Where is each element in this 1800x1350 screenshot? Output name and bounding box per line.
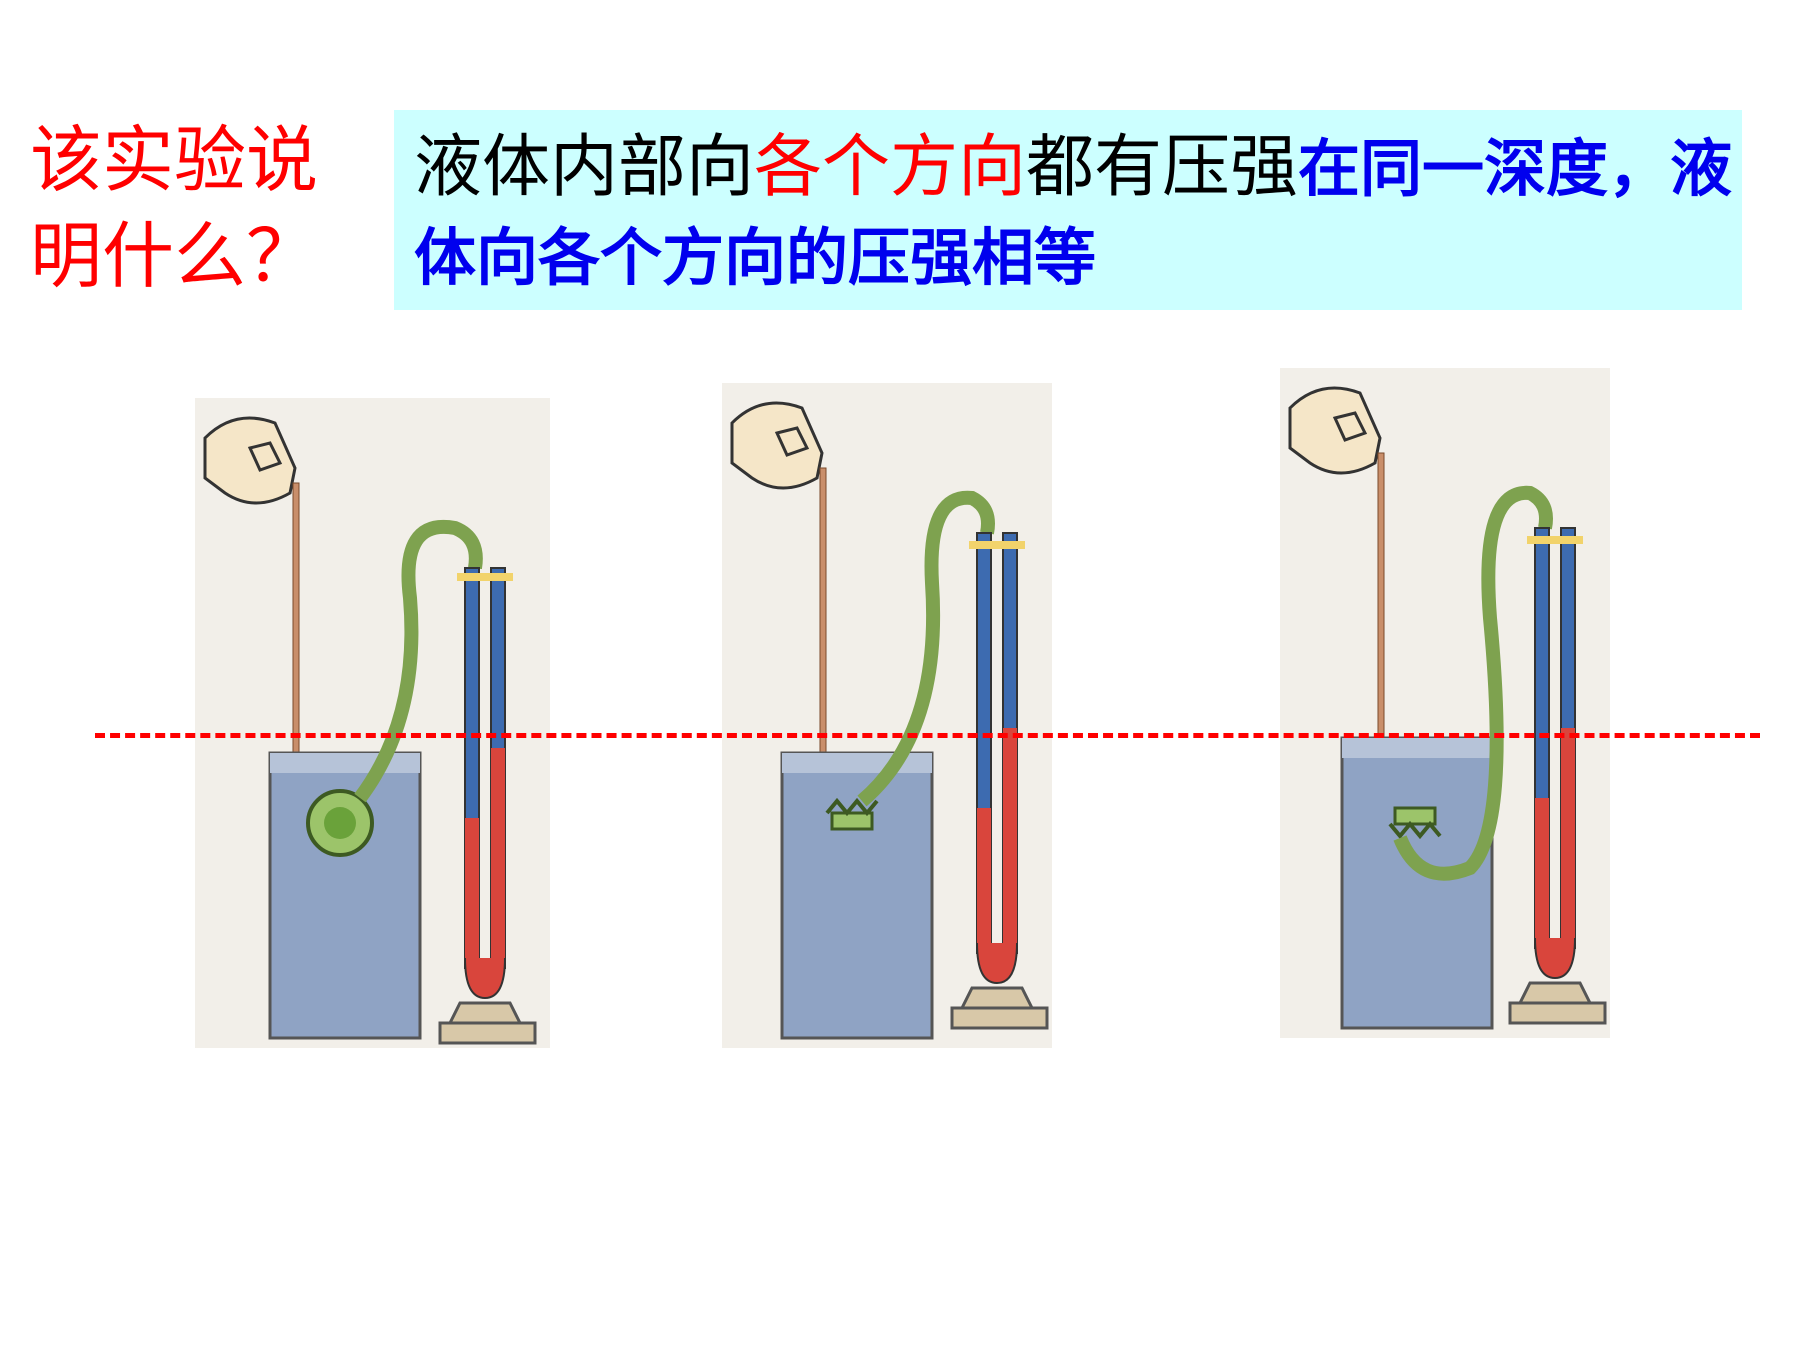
answer-highlight: 各个方向: [754, 128, 1027, 207]
question-line-2: 明什么？: [30, 214, 319, 298]
experiment-panel-1: [195, 398, 550, 1048]
experiment-panel-2: [722, 383, 1052, 1048]
answer-part-1: 液体内部向: [414, 128, 755, 207]
answer-box: 液体内部向各个方向都有压强在同一深度，液体向各个方向的压强相等: [394, 110, 1742, 310]
question-line-1: 该实验说: [30, 118, 319, 202]
experiment-panel-3: [1280, 368, 1610, 1038]
answer-conclusion: 在同一深度，液体向各个方向的压强相等: [414, 132, 1733, 294]
question-text: 该实验说 明什么？: [30, 112, 360, 304]
answer-text: 液体内部向各个方向都有压强在同一深度，液体向各个方向的压强相等: [414, 124, 1734, 302]
answer-part-3: 都有压强: [1026, 128, 1299, 207]
reference-line: [95, 733, 1760, 738]
